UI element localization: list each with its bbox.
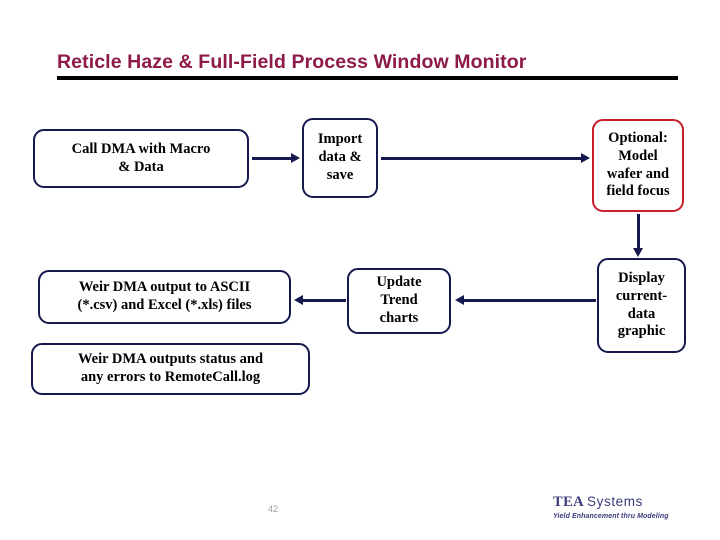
connector-import-data-to-optional-model [381, 157, 581, 160]
logo-tagline: Yield Enhancement thru Modeling [553, 513, 669, 520]
flow-box-import-data: Import data & save [302, 118, 378, 198]
flow-box-label: Weir DMA outputs status and any errors t… [77, 351, 264, 385]
arrowhead-left-icon [294, 295, 303, 305]
connector-optional-model-to-display-current [637, 214, 640, 250]
flow-box-label: Import data & save [317, 131, 363, 183]
arrowhead-down-icon [633, 248, 643, 257]
arrowhead-right-icon [581, 153, 590, 163]
flow-box-label: Optional: Model wafer and field focus [606, 130, 670, 200]
logo-tea-text: TEA [553, 494, 585, 510]
flow-box-display-current: Display current- data graphic [597, 258, 686, 353]
flow-box-label: Call DMA with Macro & Data [71, 140, 211, 175]
flow-box-weir-output: Weir DMA output to ASCII (*.csv) and Exc… [38, 270, 291, 324]
logo-systems-text: Systems [587, 494, 643, 509]
page-number: 42 [268, 504, 279, 514]
page-title: Reticle Haze & Full-Field Process Window… [57, 51, 527, 73]
flow-box-label: Weir DMA output to ASCII (*.csv) and Exc… [77, 279, 252, 313]
flow-box-label: Update Trend charts [376, 274, 422, 326]
flow-box-optional-model: Optional: Model wafer and field focus [592, 119, 684, 212]
title-underline-rule [57, 76, 678, 80]
flow-box-weir-status: Weir DMA outputs status and any errors t… [31, 343, 310, 395]
arrowhead-right-icon [291, 153, 300, 163]
connector-display-current-to-update-trend [464, 299, 596, 302]
flow-box-call-dma: Call DMA with Macro & Data [33, 129, 249, 188]
flow-box-label: Display current- data graphic [615, 270, 668, 340]
connector-update-trend-to-weir-output [303, 299, 346, 302]
connector-call-dma-to-import-data [252, 157, 292, 160]
arrowhead-left-icon [455, 295, 464, 305]
flow-box-update-trend: Update Trend charts [347, 268, 451, 334]
